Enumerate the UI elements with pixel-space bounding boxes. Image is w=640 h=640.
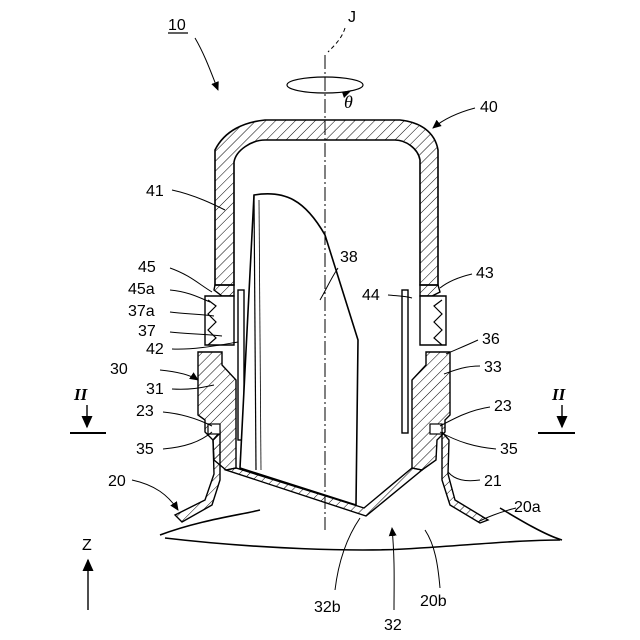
neck-right <box>442 432 488 523</box>
label-36: 36 <box>482 331 500 348</box>
label-35-left: 35 <box>136 441 154 458</box>
label-37a: 37a <box>128 303 155 320</box>
label-35-right: 35 <box>500 441 518 458</box>
label-45a: 45a <box>128 281 155 298</box>
axis-j-leader <box>328 28 345 52</box>
label-23-right: 23 <box>494 398 512 415</box>
label-32b: 32b <box>314 599 341 616</box>
label-40: 40 <box>480 99 498 116</box>
label-45: 45 <box>138 259 156 276</box>
blade-38 <box>240 194 358 505</box>
label-44: 44 <box>362 287 380 304</box>
label-20: 20 <box>108 473 126 490</box>
label-20b: 20b <box>420 593 447 610</box>
label-20a: 20a <box>514 499 541 516</box>
label-30: 30 <box>110 361 128 378</box>
label-theta: θ <box>344 92 353 112</box>
label-38: 38 <box>340 249 358 266</box>
label-33: 33 <box>484 359 502 376</box>
label-21: 21 <box>484 473 502 490</box>
label-23-left: 23 <box>136 403 154 420</box>
label-42: 42 <box>146 341 164 358</box>
label-10: 10 <box>168 17 186 34</box>
label-37: 37 <box>138 323 156 340</box>
label-32: 32 <box>384 617 402 634</box>
label-41: 41 <box>146 183 164 200</box>
label-z: Z <box>82 537 92 554</box>
label-j: J <box>348 9 356 26</box>
cap-skirt-right <box>420 285 446 345</box>
label-section-left: II <box>73 385 89 404</box>
section-marker-left <box>70 405 106 433</box>
label-43: 43 <box>476 265 494 282</box>
label-section-right: II <box>551 385 567 404</box>
label-31: 31 <box>146 381 164 398</box>
section-marker-right <box>538 405 575 433</box>
